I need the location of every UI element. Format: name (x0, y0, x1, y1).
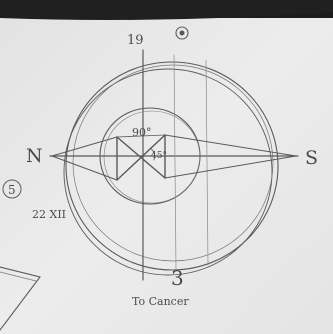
top-number-label: 19 (127, 33, 144, 48)
angle-upper-label: 90° (132, 126, 152, 139)
angle-right-label: 45° (151, 151, 167, 161)
north-label: N (26, 145, 43, 167)
margin-number-label: 5 (8, 183, 16, 197)
margin-date-label: 22 XII (32, 208, 66, 221)
caption-label: To Cancer (132, 295, 189, 308)
circled-symbol-inner (180, 31, 184, 35)
bottom-number-label: 3 (171, 266, 184, 290)
south-label: S (305, 147, 318, 169)
